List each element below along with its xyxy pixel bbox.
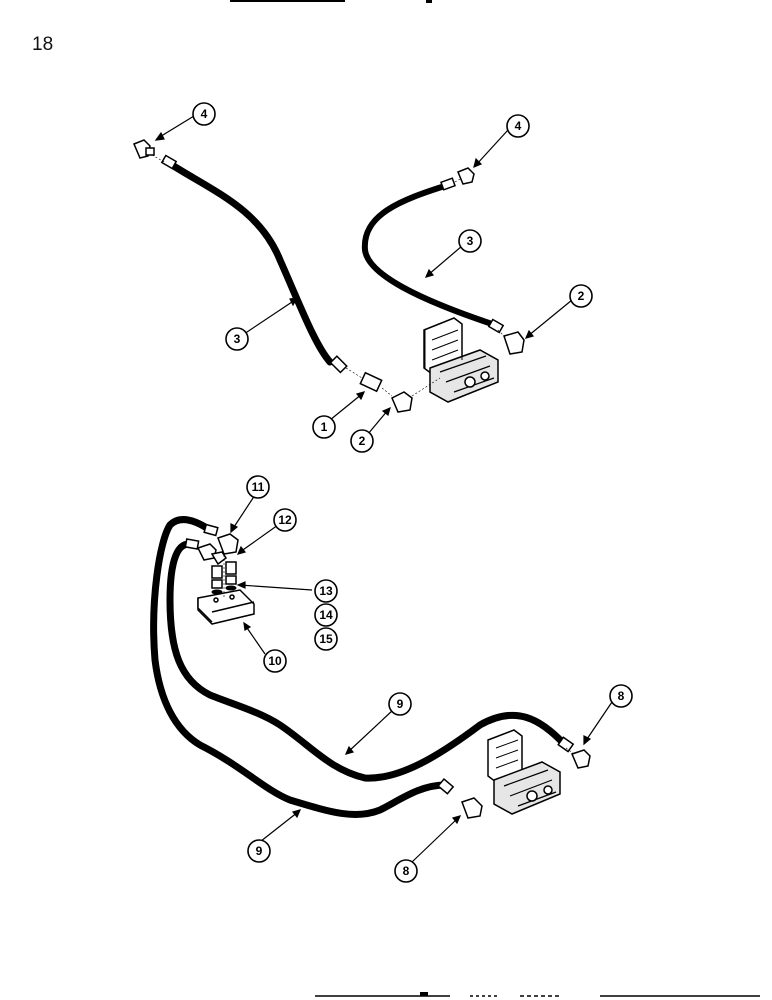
svg-text:4: 4 [201,107,208,121]
svg-text:3: 3 [467,234,474,248]
manifold-block-10 [197,589,255,625]
adapter-fittings-13 [211,561,237,589]
page-number: 18 [32,34,54,55]
callout-11: 11 [246,475,270,499]
dashed-centerline [411,377,441,397]
svg-text:15: 15 [319,632,333,646]
callout-9-lower: 9 [247,839,271,863]
dashed-centerline [381,387,393,397]
svg-text:9: 9 [256,844,263,858]
svg-text:3: 3 [234,332,241,346]
svg-text:4: 4 [515,119,522,133]
hose-right-upper [361,182,498,328]
callout-14: 14 [314,603,338,627]
hose-end-fitting [440,177,505,334]
callout-3-left: 3 [225,327,249,351]
dashed-centerline [345,367,363,379]
callout-10: 10 [263,649,287,673]
elbow-fitting-11 [217,533,239,555]
lower-assembly [150,516,591,819]
svg-text:9: 9 [397,697,404,711]
dashed-centerline [454,177,463,183]
svg-text:8: 8 [403,864,410,878]
svg-text:2: 2 [578,289,585,303]
callout-15: 15 [314,627,338,651]
svg-text:8: 8 [618,689,625,703]
svg-text:1: 1 [321,420,328,434]
control-valve-upper [423,317,499,403]
svg-text:12: 12 [278,513,292,527]
hose-9-outer [150,516,449,819]
callout-4-top-left: 4 [192,102,216,126]
callout-4-top-right: 4 [506,114,530,138]
svg-text:14: 14 [319,608,333,622]
callout-8-lower: 8 [394,859,418,883]
adapter-fitting-1 [359,371,383,393]
callout-9-upper: 9 [388,692,412,716]
elbow-fitting-4-right [457,167,475,185]
leader-lines [154,115,613,863]
fitting-8-right [570,749,591,769]
elbow-fitting-2-right [503,331,525,355]
callout-1: 1 [312,415,336,439]
elbow-fitting-4-left [133,139,155,159]
dashed-centerline [151,154,167,164]
elbow-fitting-12 [196,543,228,566]
hose-9-inner [166,540,569,782]
callout-3-right: 3 [458,229,482,253]
upper-assembly [133,139,525,413]
control-valve-lower [487,729,561,815]
dashed-centerline [497,329,507,339]
svg-text:13: 13 [319,584,333,598]
callout-2-right: 2 [569,284,593,308]
callout-12: 12 [273,508,297,532]
bottom-edge-marks [315,992,760,997]
hose-end-fitting [184,523,575,795]
svg-text:10: 10 [268,654,282,668]
hose-end-fitting [160,154,348,374]
svg-text:2: 2 [359,434,366,448]
elbow-fitting-2-left [391,391,413,413]
callout-8-right: 8 [609,684,633,708]
svg-text:11: 11 [252,480,265,494]
callout-13: 13 [314,579,338,603]
hose-left-upper [168,161,334,366]
dashed-centerline [565,747,575,755]
o-rings-14-15 [211,585,237,595]
callout-2-left: 2 [350,429,374,453]
fitting-8-lower [461,797,483,819]
